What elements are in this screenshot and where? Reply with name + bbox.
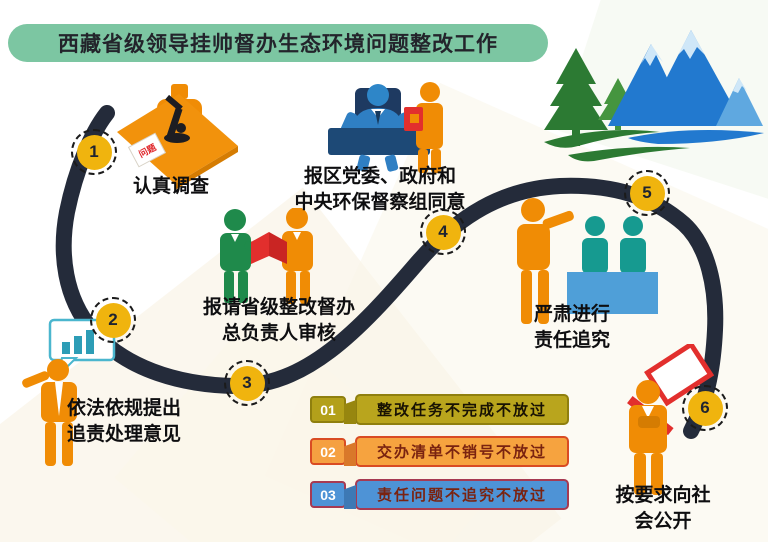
banner-number: 02: [310, 438, 346, 465]
step-number: 2: [95, 302, 131, 338]
step-number: 4: [425, 214, 461, 250]
title-banner: 西藏省级领导挂帅督办生态环境问题整改工作: [8, 24, 548, 62]
principle-banner-1: 01 整改任务不完成不放过: [310, 394, 569, 425]
step-marker-6: 6: [682, 385, 728, 431]
approval-desk-icon: [328, 82, 443, 173]
red-book-icon: [404, 107, 423, 131]
step-marker-4: 4: [420, 209, 466, 255]
page-title: 西藏省级领导挂帅督办生态环境问题整改工作: [58, 33, 498, 56]
publish-placard-icon: [627, 344, 715, 495]
banner-text: 整改任务不完成不放过: [355, 394, 569, 425]
banner-number: 03: [310, 481, 346, 508]
step-number: 5: [629, 175, 665, 211]
step-marker-1: 1: [71, 129, 117, 175]
principle-banner-2: 02 交办清单不销号不放过: [310, 436, 569, 467]
step-number: 6: [687, 390, 723, 426]
ribbon-fold: [344, 400, 356, 424]
step-label-6: 按要求向社会公开: [615, 485, 711, 532]
principle-banner-3: 03 责任问题不追究不放过: [310, 479, 569, 510]
review-people-icon: [220, 208, 313, 304]
banner-number: 01: [310, 396, 346, 423]
step-label-2: 依法依规提出 追责处理意见: [66, 398, 182, 445]
step-number: 3: [229, 365, 265, 401]
accountability-panel-icon: [517, 198, 658, 324]
microscope-icon: [164, 94, 190, 143]
step-marker-5: 5: [624, 170, 670, 216]
red-document-icon: [251, 232, 287, 264]
mountains-trees-icon: [544, 30, 764, 162]
ribbon-fold: [344, 485, 356, 509]
step-marker-2: 2: [90, 297, 136, 343]
banner-text: 责任问题不追究不放过: [355, 479, 569, 510]
ribbon-fold: [344, 442, 356, 466]
step-label-4: 报区党委、政府和 中央环保督察组同意: [294, 166, 466, 213]
step-number: 1: [76, 134, 112, 170]
banner-text: 交办清单不销号不放过: [355, 436, 569, 467]
step-label-3: 报请省级整改督办 总负责人审核: [202, 297, 356, 344]
investigation-scene-icon: 问题: [117, 84, 238, 190]
step-marker-3: 3: [224, 360, 270, 406]
step-label-5: 严肃进行 责任追究: [533, 304, 611, 351]
step-label-1: 认真调查: [132, 176, 210, 197]
